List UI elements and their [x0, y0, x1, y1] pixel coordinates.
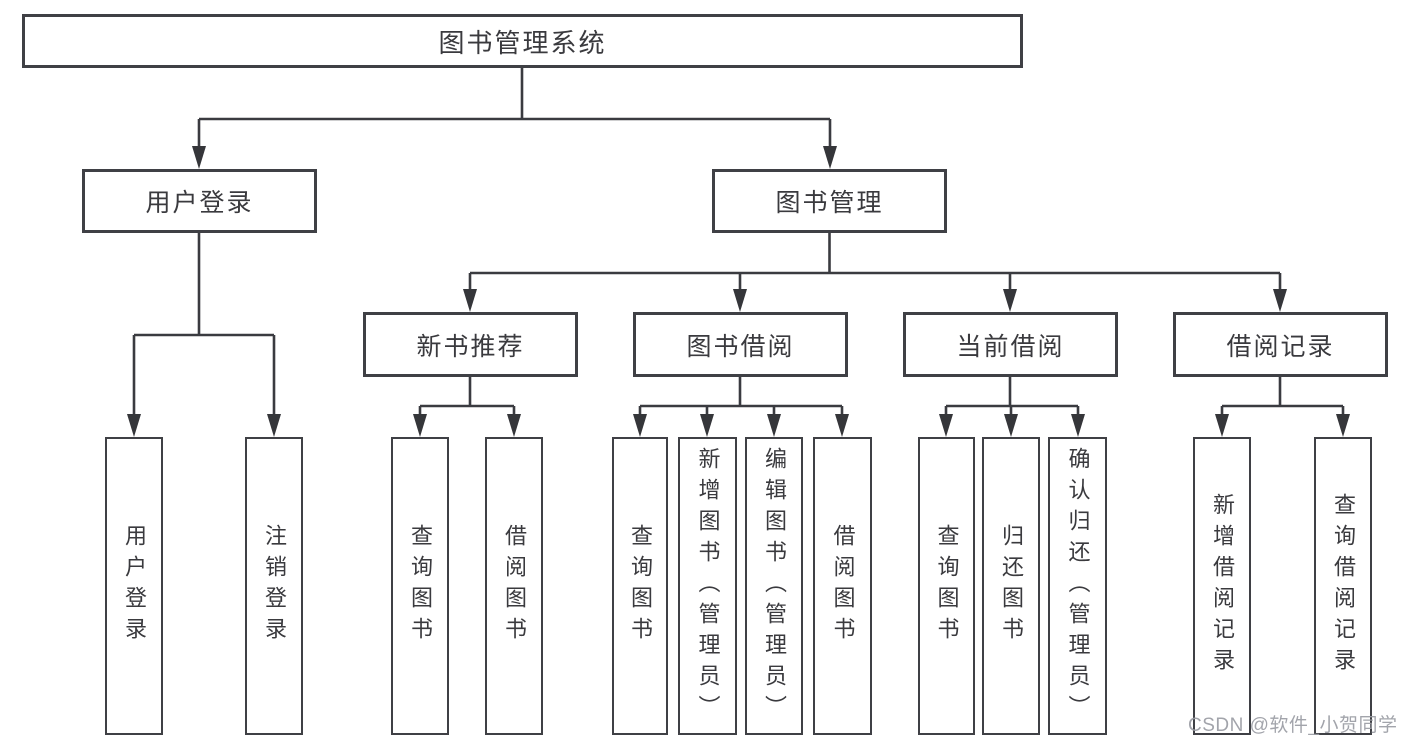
csdn-watermark: CSDN @软件_小贺同学 [1188, 715, 1398, 736]
leaf-return-book: 归还图书 [982, 437, 1040, 735]
leaf-query-books-recommend: 查询图书 [391, 437, 449, 735]
node-borrow-records: 借阅记录 [1173, 312, 1388, 377]
leaf-add-book-admin: 新增图书（管理员） [678, 437, 737, 735]
leaf-user-login: 用户登录 [105, 437, 163, 735]
leaf-borrow-books: 借阅图书 [813, 437, 872, 735]
node-book-management: 图书管理 [712, 169, 947, 233]
node-new-book-recommend: 新书推荐 [363, 312, 578, 377]
node-library-management-system: 图书管理系统 [22, 14, 1023, 68]
node-current-borrow: 当前借阅 [903, 312, 1118, 377]
leaf-confirm-return-admin: 确认归还（管理员） [1048, 437, 1107, 735]
node-book-borrow: 图书借阅 [633, 312, 848, 377]
leaf-add-borrow-record: 新增借阅记录 [1193, 437, 1251, 735]
leaf-edit-book-admin: 编辑图书（管理员） [745, 437, 803, 735]
leaf-query-books-current: 查询图书 [918, 437, 975, 735]
leaf-query-borrow-record: 查询借阅记录 [1314, 437, 1372, 735]
node-user-login: 用户登录 [82, 169, 317, 233]
leaf-logout: 注销登录 [245, 437, 303, 735]
leaf-query-books-borrow: 查询图书 [612, 437, 668, 735]
leaf-borrow-books-recommend: 借阅图书 [485, 437, 543, 735]
